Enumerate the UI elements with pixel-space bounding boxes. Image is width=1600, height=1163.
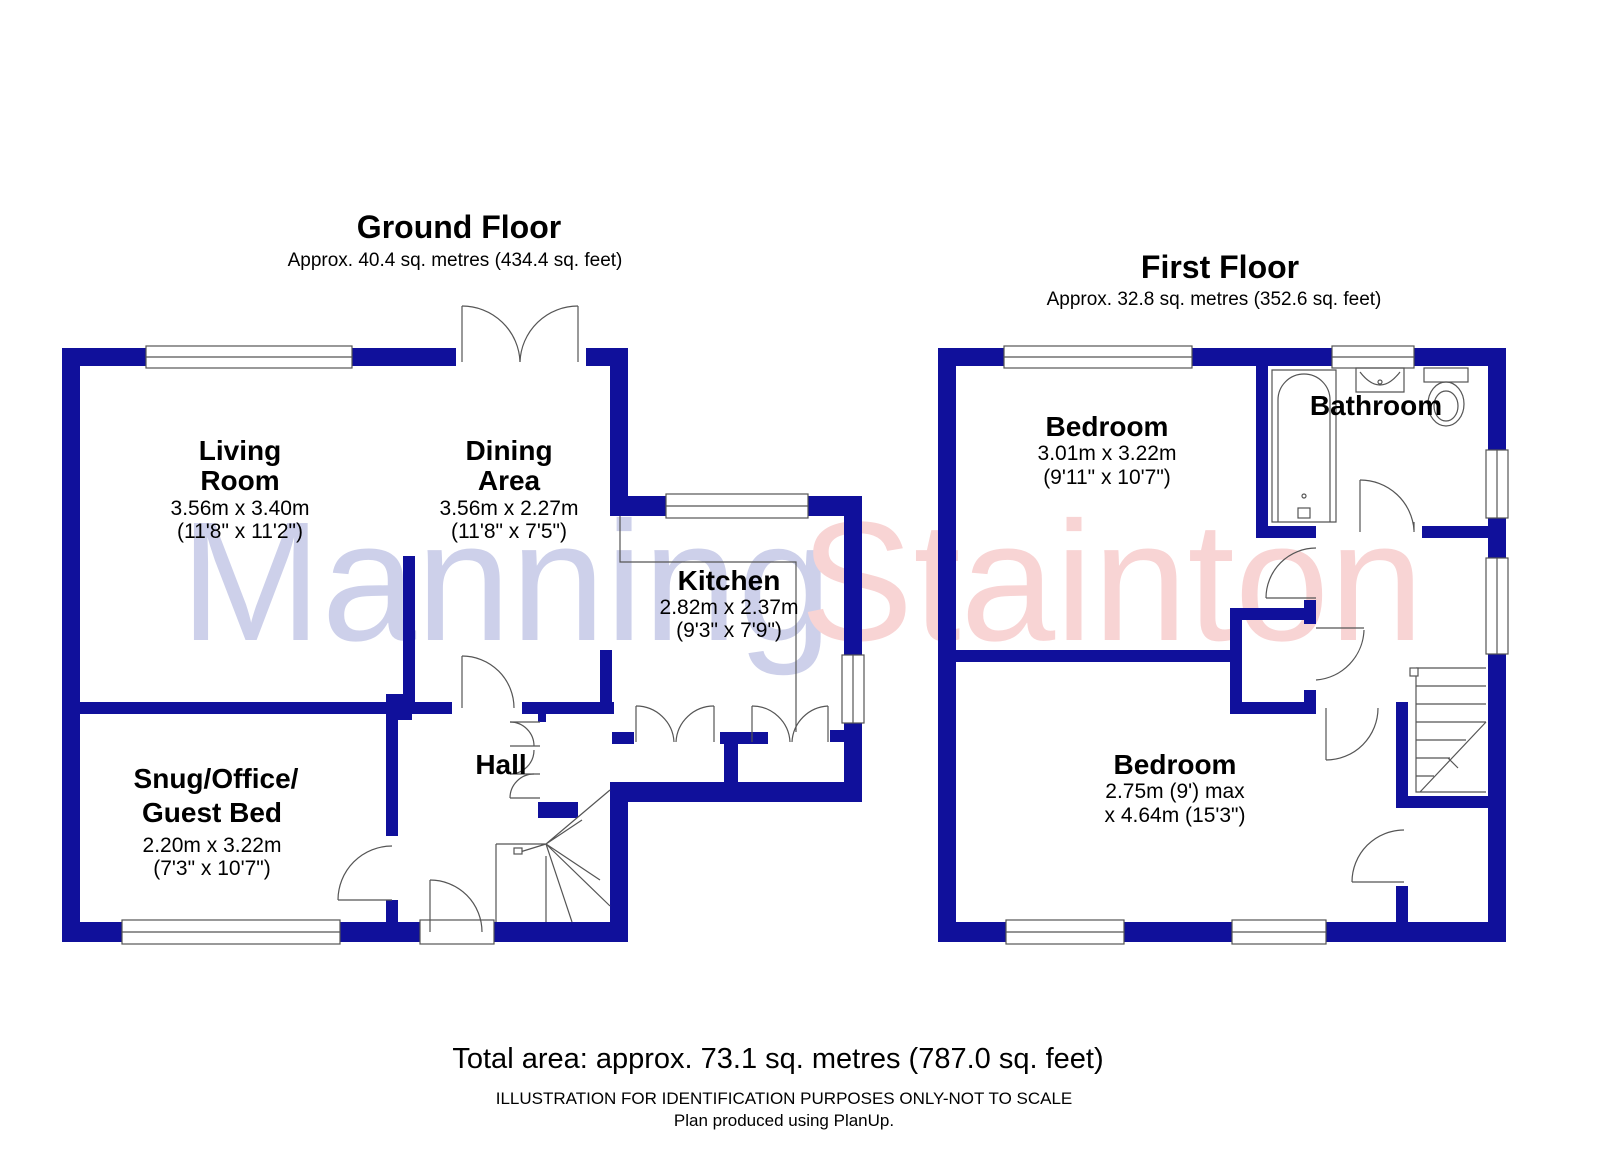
room-hall: Hall <box>475 749 526 780</box>
room-living-room: Living Room 3.56m x 3.40m (11'8" x 11'2"… <box>171 435 310 543</box>
disclaimer: ILLUSTRATION FOR IDENTIFICATION PURPOSES… <box>496 1089 1073 1108</box>
room-name: Hall <box>475 749 526 780</box>
room-name: Area <box>478 465 541 496</box>
room-name: Living <box>199 435 281 466</box>
ground-floor-plan: Ground Floor Approx. 40.4 sq. metres (43… <box>62 209 865 945</box>
room-dimensions-imperial: (9'11" x 10'7") <box>1043 466 1171 489</box>
room-name: Bathroom <box>1310 390 1442 421</box>
watermark-stainton: Stainton <box>800 487 1424 677</box>
room-name: Snug/Office/ <box>134 763 299 794</box>
ground-floor-title: Ground Floor <box>357 209 561 245</box>
room-dining-area: Dining Area 3.56m x 2.27m (11'8" x 7'5") <box>440 435 579 543</box>
produced-by: Plan produced using PlanUp. <box>674 1111 894 1130</box>
ground-floor-doors <box>337 305 829 933</box>
room-dimensions-imperial: x 4.64m (15'3") <box>1104 804 1245 827</box>
room-name: Guest Bed <box>142 797 282 828</box>
first-floor-plan: First Floor Approx. 32.8 sq. metres (352… <box>938 249 1509 945</box>
room-dimensions-metric: 3.56m x 2.27m <box>440 497 579 520</box>
total-area: Total area: approx. 73.1 sq. metres (787… <box>452 1043 1103 1075</box>
room-bedroom-1: Bedroom 3.01m x 3.22m (9'11" x 10'7") <box>1038 411 1177 489</box>
room-dimensions-imperial: (7'3" x 10'7") <box>153 857 270 880</box>
room-name: Bedroom <box>1114 749 1237 780</box>
room-dimensions-metric: 3.01m x 3.22m <box>1038 442 1177 465</box>
room-name: Room <box>200 465 279 496</box>
room-dimensions-imperial: (9'3" x 7'9") <box>676 619 782 642</box>
room-bedroom-2: Bedroom 2.75m (9') max x 4.64m (15'3") <box>1104 749 1245 827</box>
room-snug-office-guest-bed: Snug/Office/ Guest Bed 2.20m x 3.22m (7'… <box>134 763 299 880</box>
first-floor-area: Approx. 32.8 sq. metres (352.6 sq. feet) <box>1047 289 1382 310</box>
room-bathroom: Bathroom <box>1310 390 1442 421</box>
room-name: Kitchen <box>678 565 781 596</box>
ground-floor-area: Approx. 40.4 sq. metres (434.4 sq. feet) <box>288 250 623 271</box>
watermark: Manning Stainton <box>180 487 1424 677</box>
first-floor-windows <box>1003 345 1509 945</box>
room-dimensions-imperial: (11'8" x 7'5") <box>451 520 567 543</box>
room-dimensions-imperial: (11'8" x 11'2") <box>177 520 303 543</box>
first-floor-title: First Floor <box>1141 249 1299 285</box>
room-dimensions-metric: 2.20m x 3.22m <box>143 834 282 857</box>
room-kitchen: Kitchen 2.82m x 2.37m (9'3" x 7'9") <box>660 565 799 642</box>
footer: Total area: approx. 73.1 sq. metres (787… <box>452 1043 1103 1130</box>
room-name: Bedroom <box>1046 411 1169 442</box>
room-dimensions-metric: 3.56m x 3.40m <box>171 497 310 520</box>
room-dimensions-metric: 2.82m x 2.37m <box>660 596 799 619</box>
ground-floor-windows <box>121 345 865 945</box>
room-name: Dining <box>465 435 552 466</box>
watermark-manning: Manning <box>180 487 832 677</box>
room-dimensions-metric: 2.75m (9') max <box>1105 780 1245 803</box>
first-floor-fixtures <box>1265 367 1487 883</box>
